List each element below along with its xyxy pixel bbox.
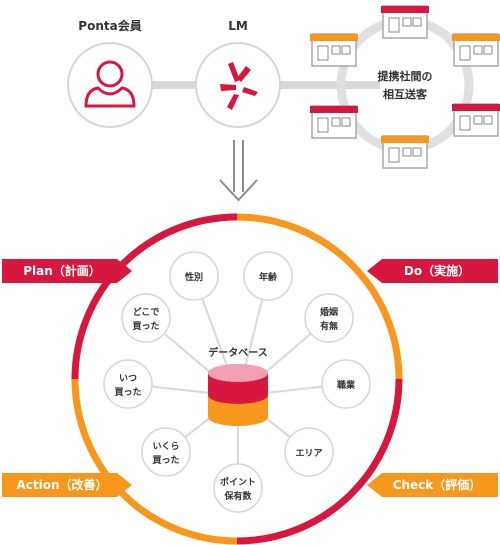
- attribute-occupation: 職業: [321, 359, 371, 409]
- attribute-age-line: 年齢: [259, 271, 278, 283]
- attribute-marriage-line: 有無: [320, 320, 338, 332]
- svg-text:Plan（計画）: Plan（計画）: [23, 263, 101, 278]
- attribute-points-line: 保有数: [223, 490, 252, 502]
- attribute-bubbles: 性別年齢婚姻有無職業エリアポイント保有数いくら買ったいつ買ったどこで買った: [103, 251, 371, 513]
- down-arrow-icon: [219, 140, 258, 202]
- attribute-points-line: ポイント: [220, 476, 256, 488]
- attribute-area: エリア: [284, 427, 334, 477]
- store-icon: [381, 135, 429, 169]
- attribute-gender: 性別: [169, 251, 219, 301]
- store-icon: [310, 105, 358, 139]
- attribute-how-much-line: 買った: [152, 455, 179, 466]
- attribute-when-line: 買った: [114, 387, 141, 398]
- action-label: Action（改善）: [2, 473, 132, 497]
- plan-label: Plan（計画）: [2, 259, 132, 283]
- attribute-how-much-line: いくら: [152, 441, 179, 452]
- store-icon: [452, 103, 500, 137]
- attribute-area-line: エリア: [295, 448, 322, 459]
- svg-text:Do（実施）: Do（実施）: [404, 263, 470, 278]
- attribute-age: 年齢: [243, 251, 293, 301]
- svg-text:Action（改善）: Action（改善）: [16, 477, 107, 492]
- attribute-where-line: 買った: [132, 321, 159, 332]
- store-icon: [452, 33, 500, 67]
- store-icon: [381, 5, 429, 39]
- database-label: データベース: [208, 346, 268, 359]
- svg-text:Check（評価）: Check（評価）: [393, 477, 482, 492]
- attribute-marriage-line: 婚姻: [320, 306, 338, 318]
- mutual-label-line2: 相互送客: [383, 87, 428, 101]
- attribute-where-line: どこで: [133, 306, 160, 318]
- person-icon: [84, 60, 136, 108]
- attribute-occupation-line: 職業: [337, 379, 356, 391]
- store-icons: [310, 5, 500, 169]
- mutual-label-line1: 提携社間の: [378, 69, 433, 83]
- lm-circle: [195, 42, 281, 128]
- attribute-gender-line: 性別: [185, 271, 203, 283]
- lm-label: LM: [228, 19, 248, 33]
- store-icon: [310, 33, 358, 67]
- ponta-label: Ponta会員: [78, 18, 141, 33]
- check-label: Check（評価）: [367, 473, 498, 497]
- attribute-when-line: いつ: [119, 374, 137, 384]
- lm-logo-icon: [220, 62, 258, 110]
- do-label: Do（実施）: [367, 259, 498, 283]
- database-icon: [208, 364, 268, 426]
